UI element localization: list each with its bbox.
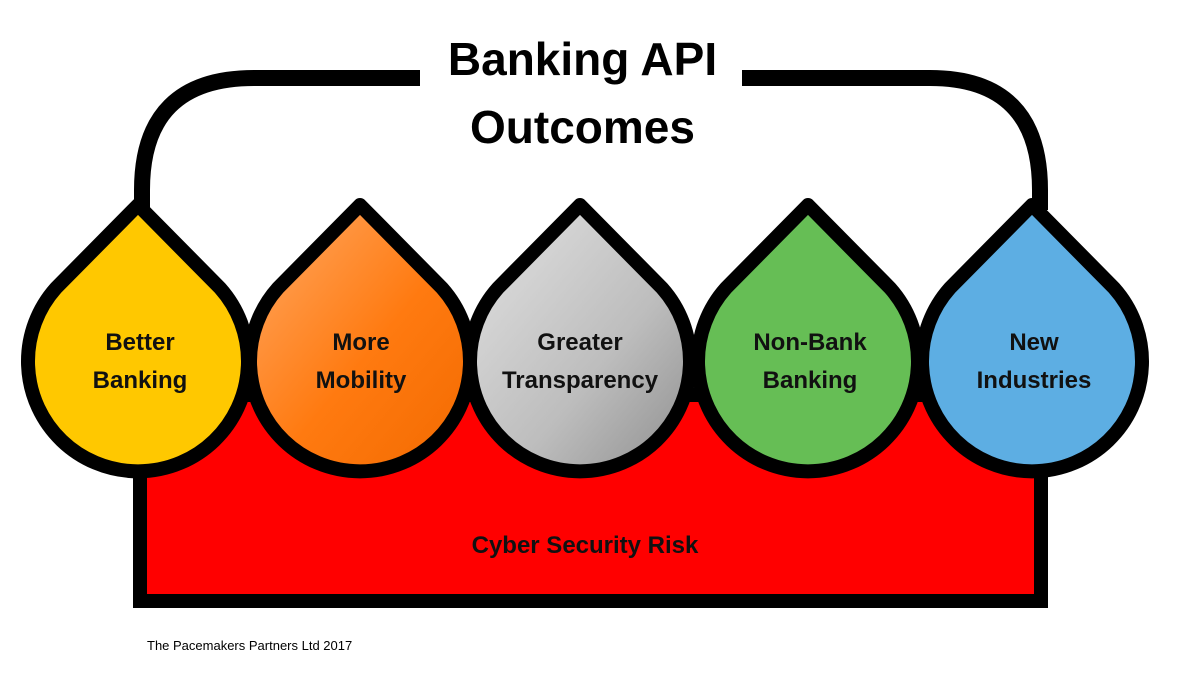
diagram-title-line-1: Banking API — [447, 33, 718, 85]
outcome-label-line: Non-Bank — [753, 329, 867, 356]
footer-credit: The Pacemakers Partners Ltd 2017 — [147, 638, 353, 653]
bracket-arc-left — [134, 70, 420, 210]
risk-bar-label: Cyber Security Risk — [471, 532, 699, 559]
outcome-label-line: Greater — [537, 329, 623, 356]
outcome-label-line: More — [332, 329, 390, 356]
outcome-label-line: Transparency — [501, 367, 659, 394]
bracket-arc-right — [742, 70, 1048, 210]
drop-greater-transparency — [463, 198, 697, 479]
outcome-label-line: Banking — [92, 367, 188, 394]
outcome-label-line: Better — [105, 329, 175, 356]
outcome-label-more-mobility: More Mobility — [246, 324, 476, 400]
drop-new-industries — [915, 198, 1149, 479]
outcome-label-greater-transparency: Greater Transparency — [465, 324, 695, 400]
diagram-title-line-2: Outcomes — [470, 101, 695, 153]
outcome-label-line: New — [1009, 329, 1059, 356]
outcome-label-line: Banking — [762, 367, 858, 394]
outcome-label-non-bank-banking: Non-Bank Banking — [695, 324, 925, 400]
outcome-label-line: Industries — [976, 367, 1092, 394]
outcome-label-new-industries: New Industries — [919, 324, 1149, 400]
outcome-label-line: Mobility — [315, 367, 407, 394]
outcome-label-better-banking: Better Banking — [25, 324, 255, 400]
